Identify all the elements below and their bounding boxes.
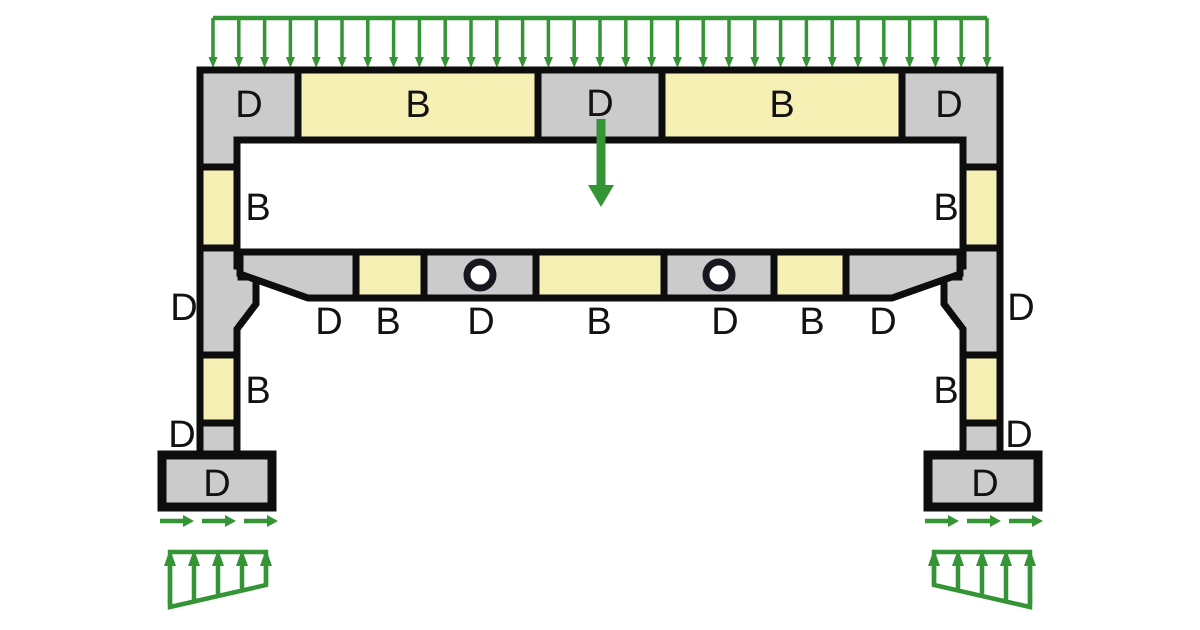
right-column-d-region-base bbox=[959, 419, 1004, 459]
udl-arrow-head bbox=[724, 57, 734, 68]
udl-arrow-head bbox=[569, 57, 579, 68]
middle-beam-region-label: D bbox=[467, 301, 494, 343]
shear-arrow-head bbox=[990, 515, 1001, 527]
udl-arrow-head bbox=[311, 57, 321, 68]
udl-arrow-head bbox=[698, 57, 708, 68]
middle-beam-region-label: D bbox=[869, 301, 896, 343]
midspan-point-load bbox=[588, 119, 614, 207]
udl-arrow-head bbox=[234, 57, 244, 68]
left-footing-region-label: D bbox=[203, 463, 230, 505]
top-beam-region-label: B bbox=[769, 84, 794, 126]
right-column-b-region-upper bbox=[959, 163, 1004, 252]
middle-beam-d-region-right-taper bbox=[842, 248, 964, 302]
right-column-region-label: B bbox=[933, 187, 958, 229]
shear-arrow-head bbox=[183, 515, 194, 527]
top-beam-region-label: D bbox=[586, 83, 613, 125]
udl-arrow-head bbox=[982, 57, 992, 68]
udl-arrow-head bbox=[750, 57, 760, 68]
left-column-region-label: B bbox=[245, 370, 270, 412]
left-column-region-label: B bbox=[245, 187, 270, 229]
udl-arrow-head bbox=[492, 57, 502, 68]
left-column-b-region-lower bbox=[196, 351, 241, 427]
top-beam-region-label: D bbox=[235, 84, 262, 126]
udl-arrow-head bbox=[414, 57, 424, 68]
left-footing-shear-arrows bbox=[160, 515, 278, 527]
soil-pressure-arrow-head bbox=[1024, 549, 1036, 566]
duct-opening-icon bbox=[463, 258, 497, 292]
middle-beam-b-region-1 bbox=[352, 248, 428, 302]
right-footing-region-label: D bbox=[971, 463, 998, 505]
soil-pressure-arrow-head bbox=[976, 549, 988, 566]
right-column-region-label: B bbox=[933, 370, 958, 412]
udl-arrow-head bbox=[518, 57, 528, 68]
shear-arrow-head bbox=[267, 515, 278, 527]
shear-arrow-head bbox=[948, 515, 959, 527]
udl-arrow-head bbox=[930, 57, 940, 68]
udl-arrow-head bbox=[285, 57, 295, 68]
udl-arrow-head bbox=[466, 57, 476, 68]
left-column-b-region-upper bbox=[196, 163, 241, 252]
middle-beam-region-label: D bbox=[315, 301, 342, 343]
udl-arrow-head bbox=[260, 57, 270, 68]
soil-pressure-arrow-head bbox=[1000, 549, 1012, 566]
soil-pressure-arrow-head bbox=[212, 549, 224, 566]
right-column-region-label: D bbox=[1005, 414, 1032, 456]
top-beam-region-label: D bbox=[935, 84, 962, 126]
udl-arrow-head bbox=[672, 57, 682, 68]
point-load-arrow-head bbox=[588, 185, 614, 207]
udl-arrow-head bbox=[337, 57, 347, 68]
soil-pressure-arrow-head bbox=[188, 549, 200, 566]
right-soil-pressure-trapezoid bbox=[928, 549, 1036, 610]
middle-beam-region-label: B bbox=[375, 301, 400, 343]
soil-pressure-arrow-head bbox=[236, 549, 248, 566]
udl-arrow-head bbox=[389, 57, 399, 68]
udl-arrow-head bbox=[776, 57, 786, 68]
udl-arrow-head bbox=[363, 57, 373, 68]
right-column-b-region-lower bbox=[959, 351, 1004, 427]
udl-arrow-head bbox=[208, 57, 218, 68]
udl-arrow-head bbox=[879, 57, 889, 68]
middle-beam-region-label: B bbox=[586, 301, 611, 343]
udl-arrow-head bbox=[956, 57, 966, 68]
middle-beam-d-region-left-taper bbox=[236, 248, 360, 302]
left-column-d-region-base bbox=[196, 419, 241, 459]
region-labels: D B D B D B D B D D B D B D D D B D B D … bbox=[168, 83, 1034, 505]
left-column-region-label: D bbox=[170, 287, 197, 329]
right-column-region-label: D bbox=[1007, 287, 1034, 329]
udl-arrow-head bbox=[543, 57, 553, 68]
udl-arrow-head bbox=[621, 57, 631, 68]
top-beam-b-region-left bbox=[294, 66, 542, 144]
udl-arrow-head bbox=[827, 57, 837, 68]
top-distributed-load bbox=[208, 15, 992, 68]
middle-beam-region-label: D bbox=[711, 301, 738, 343]
right-footing-shear-arrows bbox=[925, 515, 1043, 527]
soil-pressure-arrow-head bbox=[164, 549, 176, 566]
shear-arrow-head bbox=[225, 515, 236, 527]
top-beam-region-label: B bbox=[405, 84, 430, 126]
shear-arrow-head bbox=[1032, 515, 1043, 527]
left-column-region-label: D bbox=[168, 414, 195, 456]
middle-beam-b-region-3 bbox=[770, 248, 850, 302]
udl-arrow-head bbox=[595, 57, 605, 68]
soil-pressure-arrow-head bbox=[952, 549, 964, 566]
middle-beam-region-label: B bbox=[799, 301, 824, 343]
soil-pressure-arrow-head bbox=[260, 549, 272, 566]
udl-arrow-head bbox=[801, 57, 811, 68]
duct-opening-icon bbox=[702, 258, 736, 292]
middle-beam-b-region-2 bbox=[532, 248, 668, 302]
soil-pressure-arrow-head bbox=[928, 549, 940, 566]
udl-arrow-head bbox=[905, 57, 915, 68]
udl-arrow-head bbox=[440, 57, 450, 68]
udl-arrow-head bbox=[853, 57, 863, 68]
udl-arrow-head bbox=[647, 57, 657, 68]
left-soil-pressure-trapezoid bbox=[164, 549, 272, 610]
right-footing-d-region bbox=[923, 450, 1043, 512]
left-footing-d-region bbox=[157, 450, 277, 512]
frame-structure bbox=[157, 66, 1043, 512]
